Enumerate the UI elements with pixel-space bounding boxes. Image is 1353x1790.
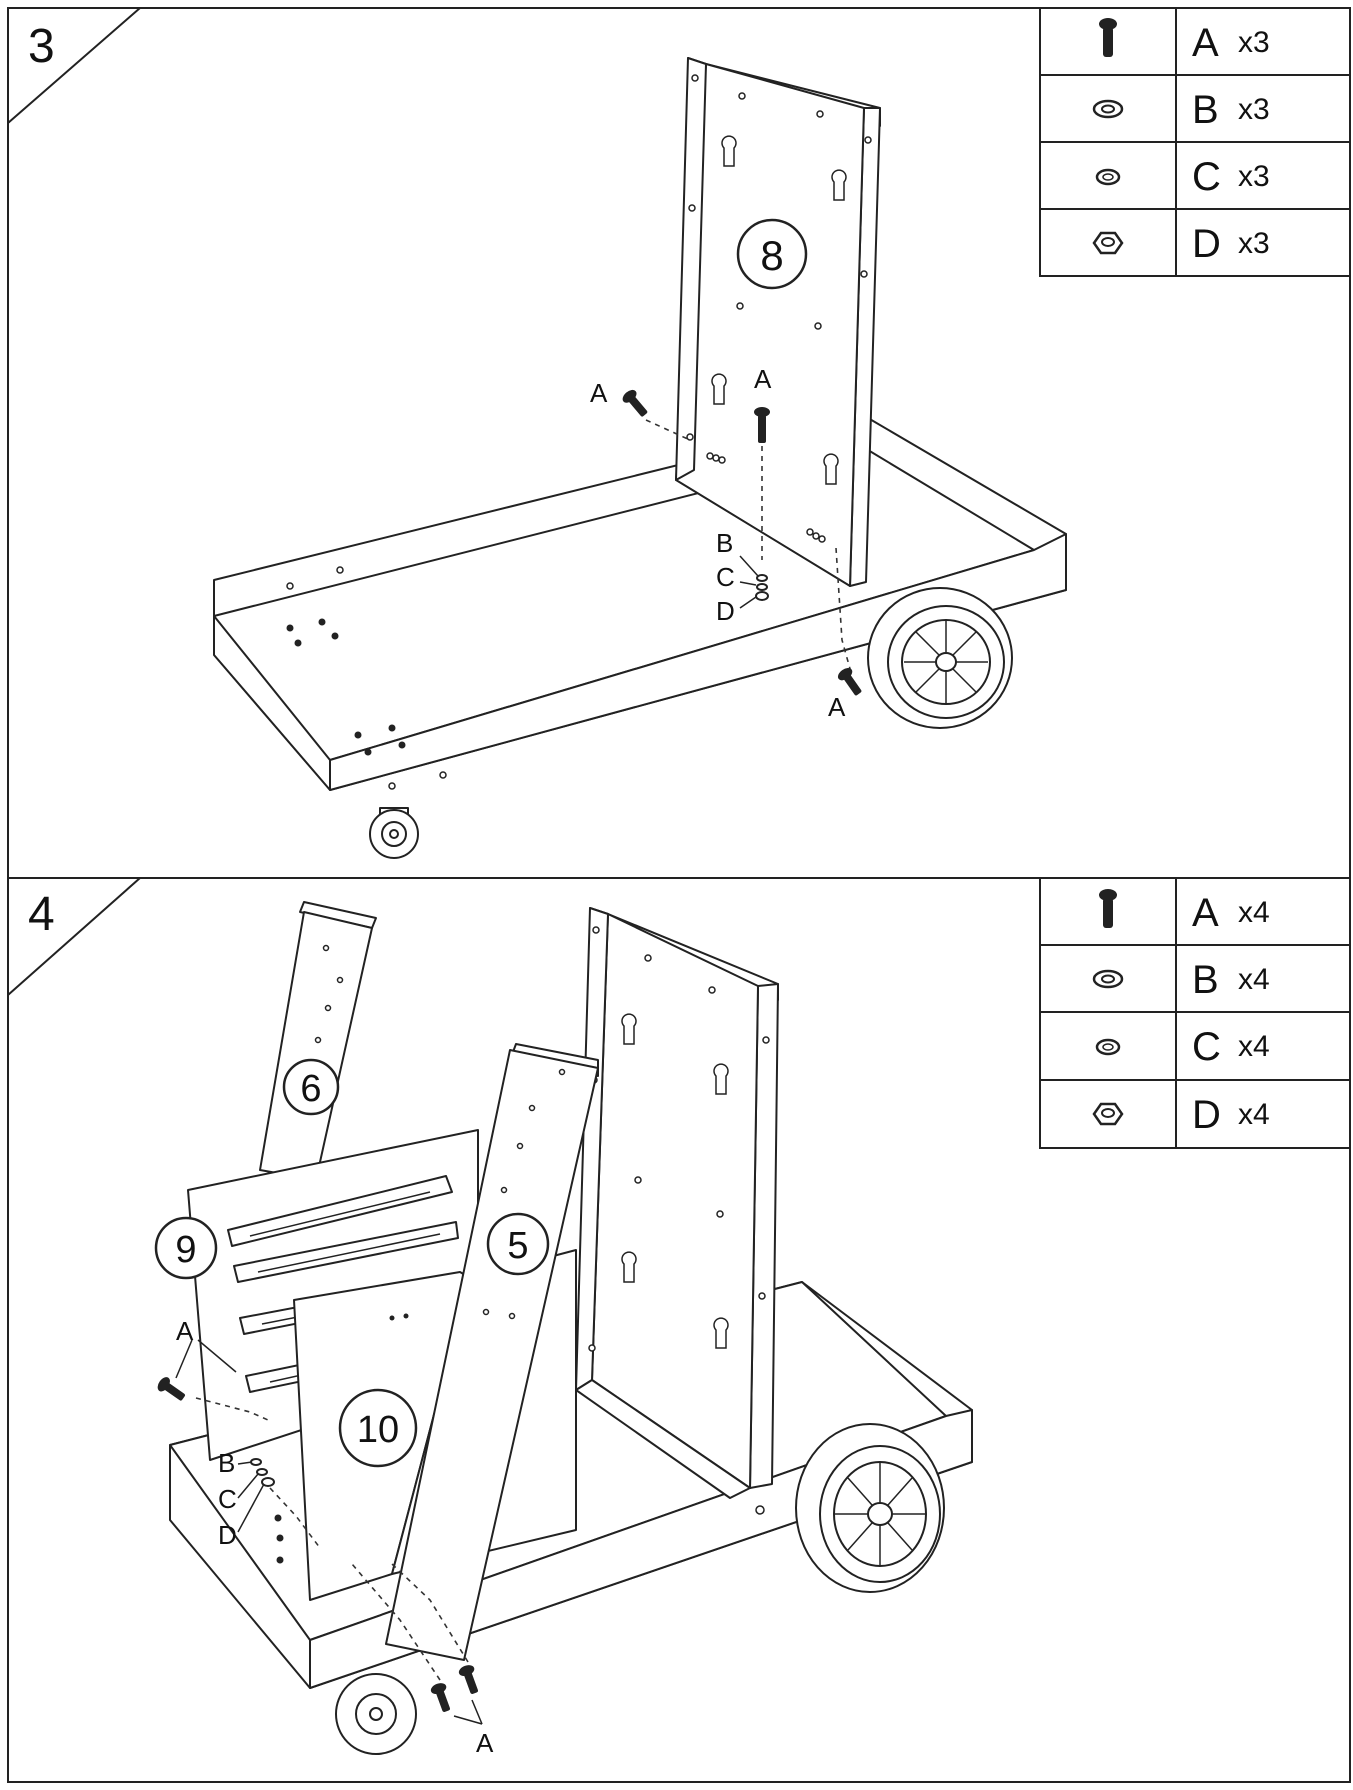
screw-icon: [837, 668, 862, 696]
large-wheel: [795, 1423, 945, 1593]
screw-icon: [1099, 889, 1117, 928]
hex-nut-icon: [261, 1477, 275, 1487]
part-qty: x4: [1238, 1098, 1270, 1131]
part-qty: x3: [1238, 93, 1270, 126]
screw-icon: [458, 1665, 478, 1694]
screw-icon: [430, 1683, 450, 1712]
flat-washer-icon: [756, 574, 768, 582]
screw-icon: [1099, 18, 1117, 57]
screw-icon: [754, 407, 770, 443]
lock-washer-icon: [256, 1468, 268, 1476]
fastener-label-c: C: [716, 562, 735, 592]
part-qty: x4: [1238, 896, 1270, 929]
hex-nut-icon: [1092, 231, 1124, 255]
fastener-label-a: A: [754, 364, 772, 394]
part-callout-9: 9: [175, 1229, 196, 1271]
step-4-number: 4: [28, 888, 55, 941]
fastener-label-d: D: [716, 596, 735, 626]
hex-nut-icon: [755, 591, 769, 601]
lock-washer-icon: [1095, 1038, 1121, 1056]
part-letter: D: [1192, 222, 1221, 266]
fastener-label-a: A: [590, 378, 608, 408]
side-rail-6: 6: [259, 901, 377, 1181]
part-callout-8: 8: [760, 232, 783, 279]
upright-panel: [575, 907, 779, 1499]
fastener-label-b: B: [716, 528, 733, 558]
part-letter: B: [1192, 88, 1219, 132]
part-callout-10: 10: [357, 1409, 399, 1451]
fastener-label-a: A: [476, 1728, 494, 1758]
part-letter: A: [1192, 21, 1219, 65]
fastener-label-d: D: [218, 1520, 237, 1550]
upright-panel-8: 8: [675, 57, 881, 587]
part-letter: B: [1192, 958, 1219, 1002]
step-4-parts-table: A x4 B x4 C x4 D x4: [1039, 877, 1351, 1149]
screw-icon: [157, 1377, 185, 1401]
fastener-label-c: C: [218, 1484, 237, 1514]
fastener-label-a: A: [176, 1316, 194, 1346]
fastener-group: A A B C D: [590, 364, 862, 722]
lock-washer-icon: [756, 583, 768, 591]
lock-washer-icon: [1095, 168, 1121, 186]
part-qty: x4: [1238, 963, 1270, 996]
large-wheel: [867, 587, 1013, 729]
part-qty: x3: [1238, 160, 1270, 193]
step-3-panel: 3 A x3 B x3 C: [7, 7, 1351, 879]
caster-wheel: [335, 1673, 417, 1755]
part-letter: C: [1192, 155, 1221, 199]
step-3-parts-table: A x3 B x3 C x3 D x3: [1039, 7, 1351, 277]
fastener-group: A B C D: [157, 1316, 494, 1758]
part-callout-5: 5: [507, 1225, 528, 1267]
part-qty: x3: [1238, 26, 1270, 59]
side-rail-5: 5: [385, 1043, 599, 1661]
caster-wheel: [369, 807, 419, 859]
part-letter: D: [1192, 1093, 1221, 1137]
flat-washer-icon: [1092, 99, 1124, 119]
part-letter: A: [1192, 891, 1219, 935]
step-3-number: 3: [28, 20, 55, 73]
step-4-panel: 4 A x4 B x4 C x4: [7, 877, 1351, 1783]
part-qty: x4: [1238, 1030, 1270, 1063]
part-callout-6: 6: [300, 1068, 321, 1110]
part-letter: C: [1192, 1025, 1221, 1069]
flat-washer-icon: [1092, 969, 1124, 989]
hex-nut-icon: [1092, 1102, 1124, 1126]
fastener-label-b: B: [218, 1448, 235, 1478]
fastener-label-a: A: [828, 692, 846, 722]
screw-icon: [622, 389, 648, 417]
flat-washer-icon: [250, 1458, 262, 1466]
part-qty: x3: [1238, 227, 1270, 260]
